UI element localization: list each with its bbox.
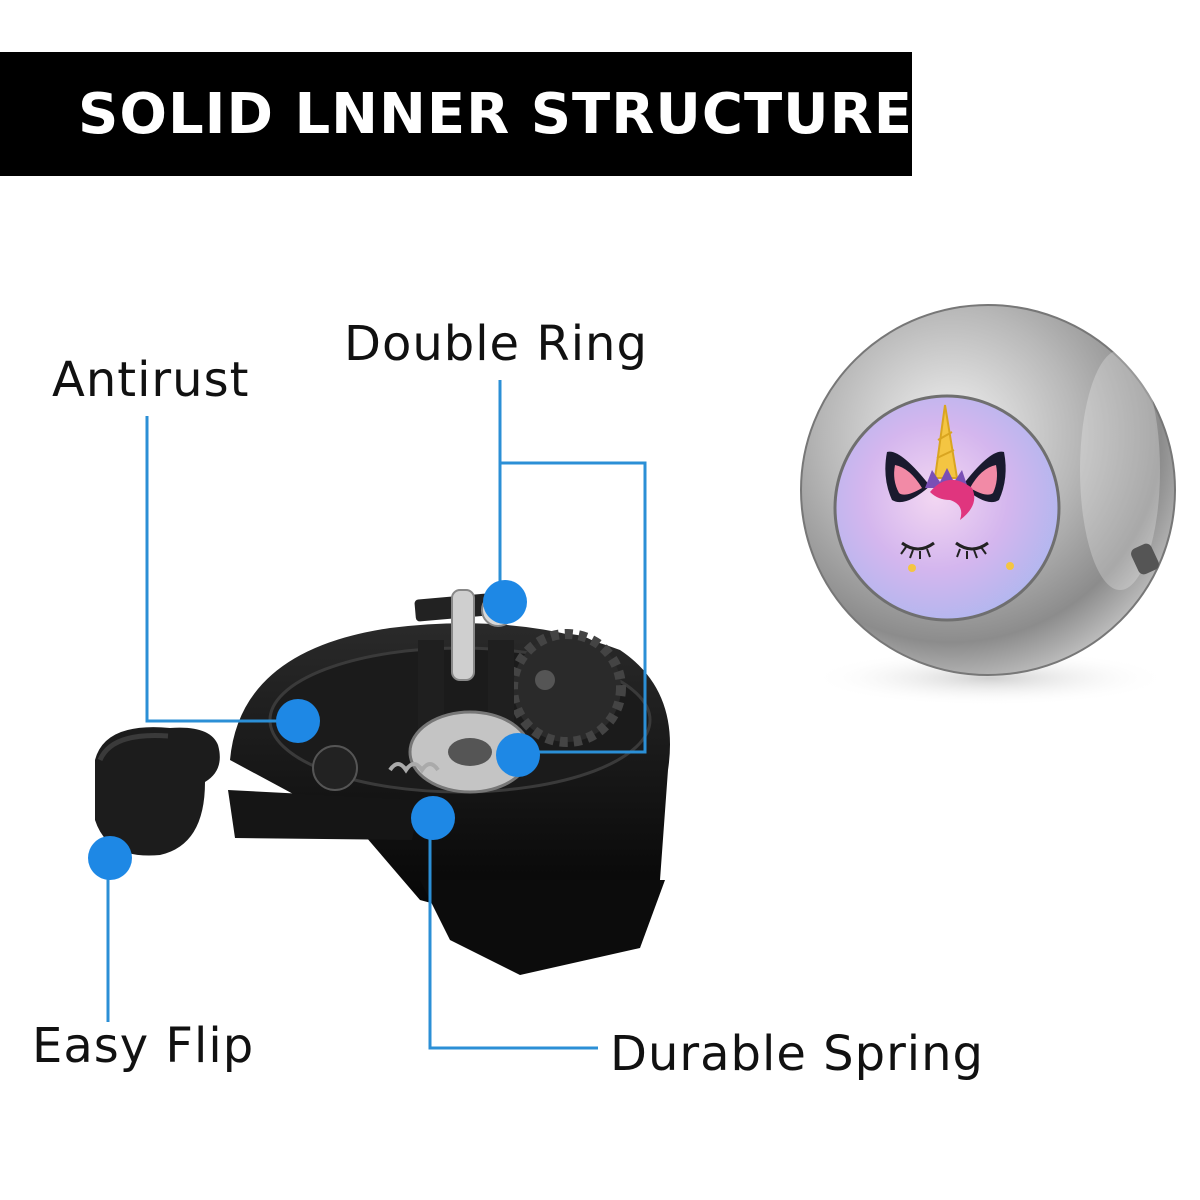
callout-antirust: Antirust [52, 352, 250, 408]
unicorn-face-icon [885, 404, 1014, 572]
double-ring-dot-top [483, 580, 527, 624]
double-ring-dot-bottom [496, 733, 540, 777]
antirust-leader [145, 416, 300, 723]
callout-easy-flip: Easy Flip [32, 1018, 255, 1074]
antirust-dot [276, 699, 320, 743]
callout-double-ring: Double Ring [344, 316, 648, 372]
durable-spring-leader [428, 818, 598, 1050]
leader-lines [106, 380, 647, 1050]
easy-flip-dot [88, 836, 132, 880]
callout-dots [88, 580, 540, 880]
title-bar: SOLID LNNER STRUCTURE [0, 52, 912, 176]
callout-durable-spring: Durable Spring [610, 1026, 985, 1082]
bicycle-bell-image [800, 304, 1176, 706]
bell-mechanism-image [95, 589, 670, 975]
durable-spring-dot [411, 796, 455, 840]
page-title: SOLID LNNER STRUCTURE [78, 81, 913, 147]
double-ring-branch-leader [500, 461, 647, 754]
